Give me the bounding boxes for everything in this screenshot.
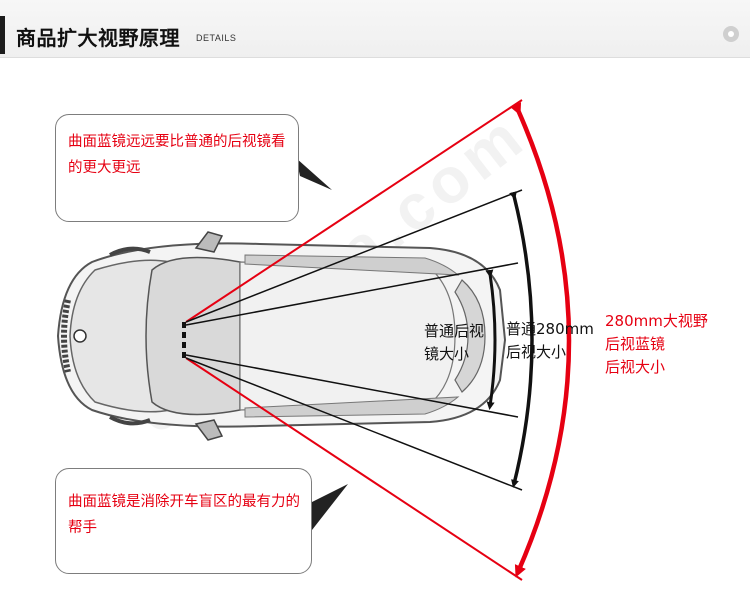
page-title: 商品扩大视野原理 bbox=[16, 26, 180, 50]
car-windshield bbox=[145, 256, 241, 416]
callout-bottom-pointer bbox=[312, 484, 348, 530]
car-mirror-bottom bbox=[194, 419, 224, 441]
normal-view-field bbox=[185, 189, 523, 491]
callout-top-pointer bbox=[296, 158, 332, 190]
car-top-view bbox=[56, 231, 507, 441]
car-emblem bbox=[73, 329, 87, 343]
wide-280-arc bbox=[510, 102, 572, 578]
page-subtitle: DETAILS bbox=[196, 33, 237, 43]
car-roof bbox=[239, 261, 456, 411]
label-wide-280: 280mm大视野 后视蓝镜 后视大小 bbox=[605, 312, 708, 376]
callout-top-text: 曲面蓝镜远远要比普通的后视镜看的更大更远 bbox=[68, 134, 286, 176]
label-normal-mirror: 普通后视 镜大小 bbox=[424, 322, 485, 363]
car-mirror-top bbox=[194, 231, 224, 253]
car-rear-window bbox=[454, 279, 486, 393]
section-header: 商品扩大视野原理 DETAILS bbox=[0, 0, 750, 58]
callout-bottom: 曲面蓝镜是消除开车盲区的最有力的帮手 bbox=[55, 468, 312, 574]
car-grille bbox=[61, 299, 71, 373]
header-accent-bar bbox=[0, 16, 5, 54]
callout-bottom-text: 曲面蓝镜是消除开车盲区的最有力的帮手 bbox=[68, 494, 300, 536]
car-window-bottom bbox=[244, 396, 460, 418]
car-bonnet bbox=[69, 259, 171, 413]
callout-top: 曲面蓝镜远远要比普通的后视镜看的更大更远 bbox=[55, 114, 299, 222]
wide-view-field bbox=[185, 99, 523, 581]
label-normal-280: 普通280mm 后视大小 bbox=[506, 320, 594, 361]
gear-circle-icon bbox=[723, 26, 739, 42]
car-window-top bbox=[244, 254, 460, 276]
normal-mirror-arc bbox=[485, 269, 497, 410]
